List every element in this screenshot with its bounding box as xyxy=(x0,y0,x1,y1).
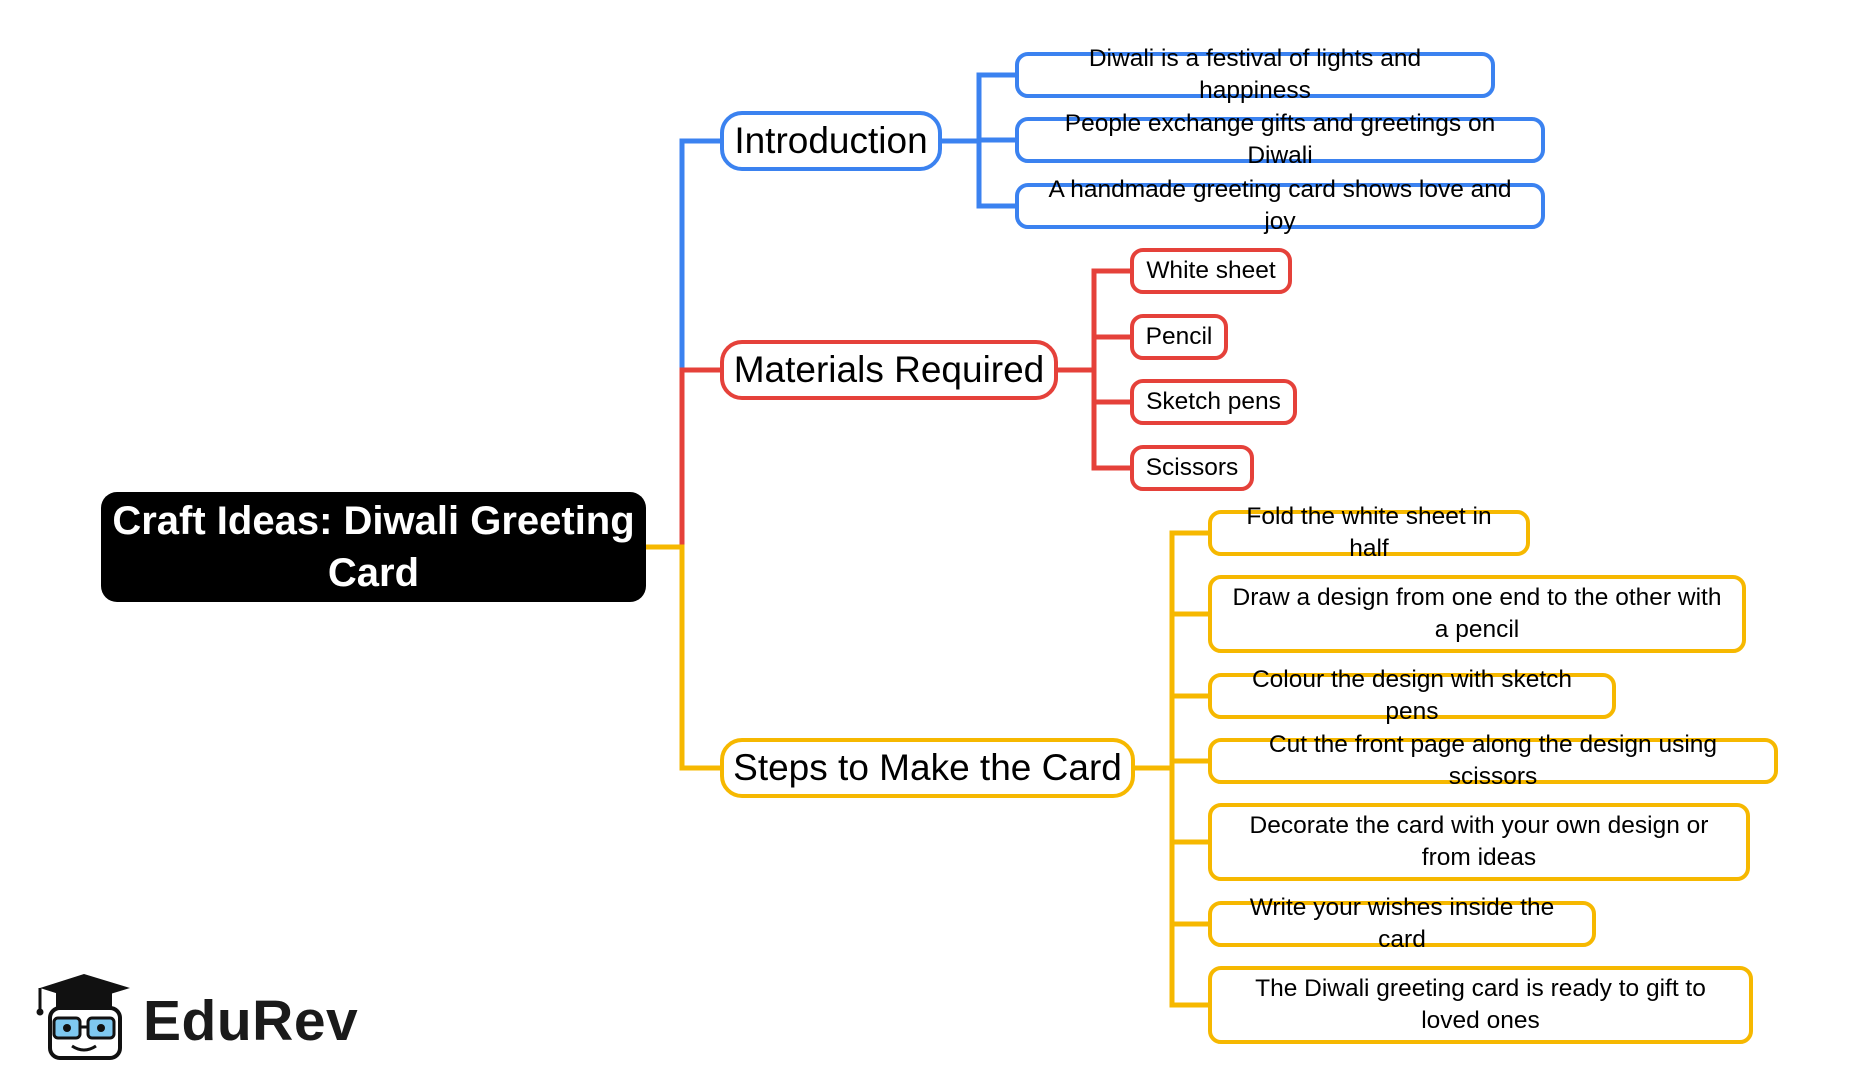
branch-materials-required: Materials Required xyxy=(720,340,1058,400)
leaf-steps-7: The Diwali greeting card is ready to gif… xyxy=(1208,966,1753,1044)
leaf-steps-6: Write your wishes inside the card xyxy=(1208,894,1596,953)
branch-introduction: Introduction xyxy=(720,111,942,171)
leaf-materials-4: Scissors xyxy=(1130,445,1254,491)
logo-text: EduRev xyxy=(143,989,359,1053)
leaf-introduction-3: A handmade greeting card shows love and … xyxy=(1015,176,1545,235)
leaf-introduction-1: Diwali is a festival of lights and happi… xyxy=(1015,45,1495,104)
edurev-logo xyxy=(36,974,130,1060)
root-label: Craft Ideas: Diwali Greeting Card xyxy=(112,499,635,595)
leaf-materials-1: White sheet xyxy=(1130,248,1292,294)
leaf-steps-4: Cut the front page along the design usin… xyxy=(1208,731,1778,790)
graduation-cap-mascot-icon xyxy=(36,974,130,1060)
leaf-materials-3: Sketch pens xyxy=(1130,379,1297,425)
root-node: Craft Ideas: Diwali Greeting Card xyxy=(101,492,646,602)
leaf-steps-5: Decorate the card with your own design o… xyxy=(1208,803,1750,881)
leaf-materials-2: Pencil xyxy=(1130,314,1228,360)
leaf-introduction-2: People exchange gifts and greetings on D… xyxy=(1015,110,1545,169)
branch-label: Materials Required xyxy=(733,348,1045,390)
leaf-steps-3: Colour the design with sketch pens xyxy=(1208,666,1616,725)
branch-label: Introduction xyxy=(734,119,928,161)
branch-steps: Steps to Make the Card xyxy=(720,738,1135,798)
leaf-steps-1: Fold the white sheet in half xyxy=(1208,503,1530,562)
branch-label: Steps to Make the Card xyxy=(733,746,1122,788)
leaf-steps-2: Draw a design from one end to the other … xyxy=(1208,575,1746,653)
